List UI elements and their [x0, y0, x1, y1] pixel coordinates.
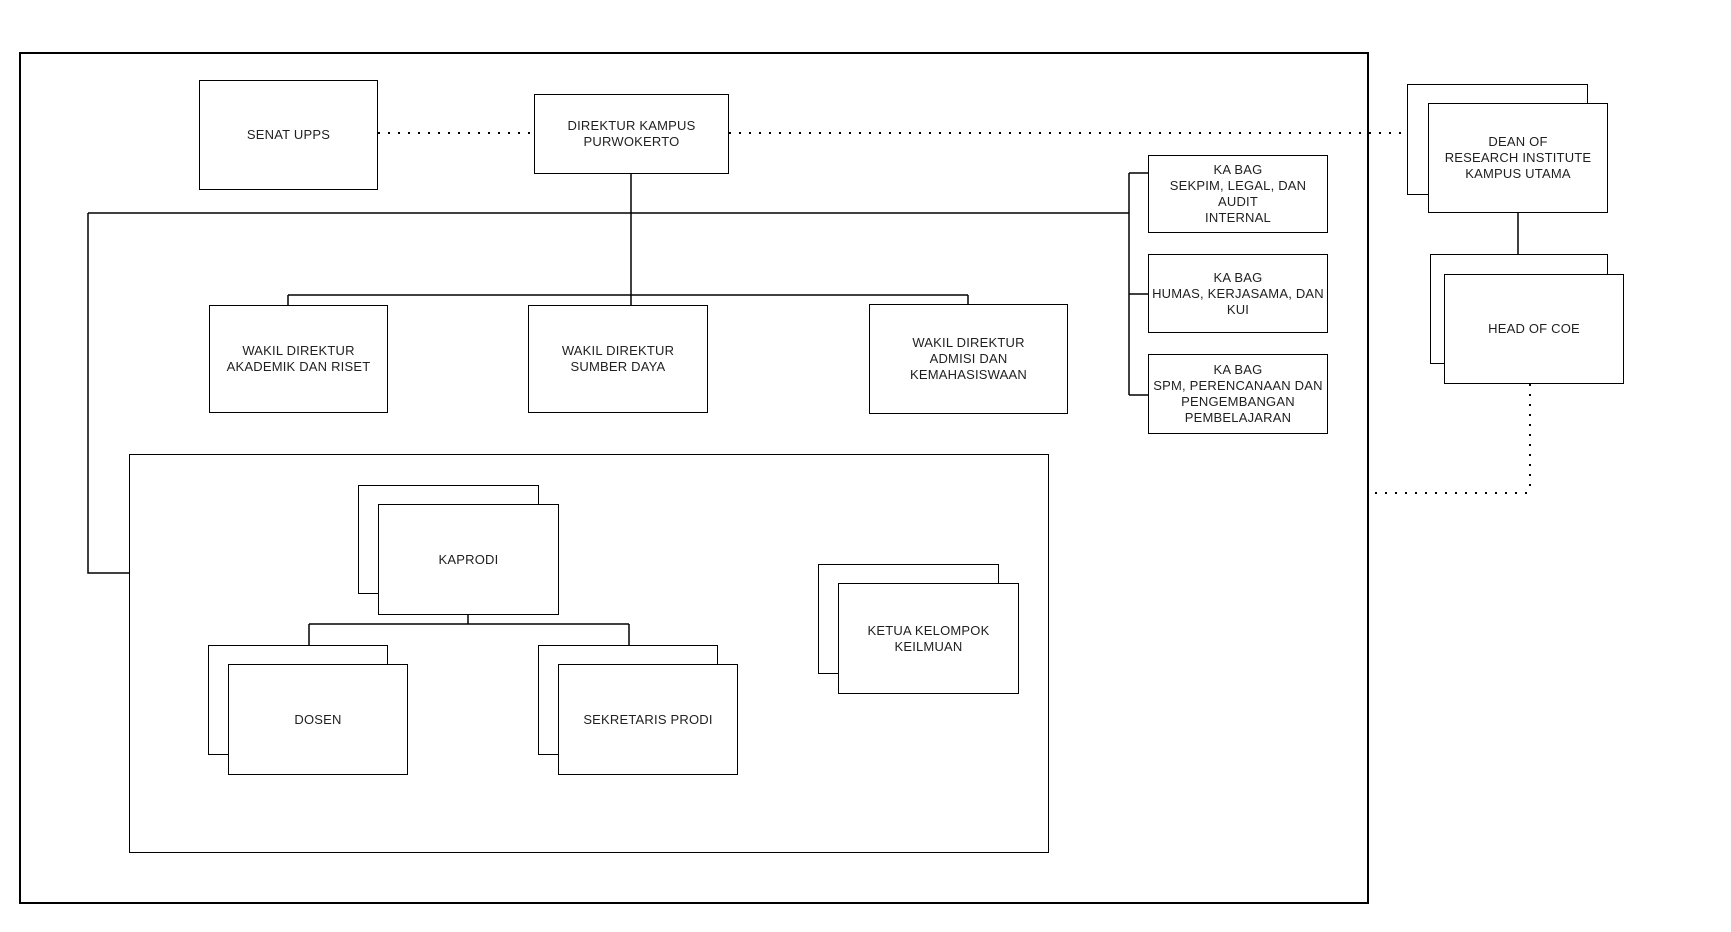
outer-container-rect[interactable] [19, 52, 1369, 904]
node-ketua-kelompok-keilmuan[interactable]: KETUA KELOMPOK KEILMUAN [838, 583, 1019, 694]
node-kaprodi[interactable]: KAPRODI [378, 504, 559, 615]
node-head-of-coe[interactable]: HEAD OF COE [1444, 274, 1624, 384]
node-wakil-direktur-admisi[interactable]: WAKIL DIREKTUR ADMISI DAN KEMAHASISWAAN [869, 304, 1068, 414]
node-dosen[interactable]: DOSEN [228, 664, 408, 775]
inner-container-rect[interactable] [129, 454, 1049, 853]
node-kabag-spm-perencanaan[interactable]: KA BAG SPM, PERENCANAAN DAN PENGEMBANGAN… [1148, 354, 1328, 434]
node-sekretaris-prodi[interactable]: SEKRETARIS PRODI [558, 664, 738, 775]
node-dean-research-institute[interactable]: DEAN OF RESEARCH INSTITUTE KAMPUS UTAMA [1428, 103, 1608, 213]
node-kabag-humas-kerjasama-kui[interactable]: KA BAG HUMAS, KERJASAMA, DAN KUI [1148, 254, 1328, 333]
node-direktur-kampus-purwokerto[interactable]: DIREKTUR KAMPUS PURWOKERTO [534, 94, 729, 174]
node-kabag-sekpim-legal-audit[interactable]: KA BAG SEKPIM, LEGAL, DAN AUDIT INTERNAL [1148, 155, 1328, 233]
node-wakil-direktur-sumber-daya[interactable]: WAKIL DIREKTUR SUMBER DAYA [528, 305, 708, 413]
node-senat-upps[interactable]: SENAT UPPS [199, 80, 378, 190]
node-wakil-direktur-akademik[interactable]: WAKIL DIREKTUR AKADEMIK DAN RISET [209, 305, 388, 413]
